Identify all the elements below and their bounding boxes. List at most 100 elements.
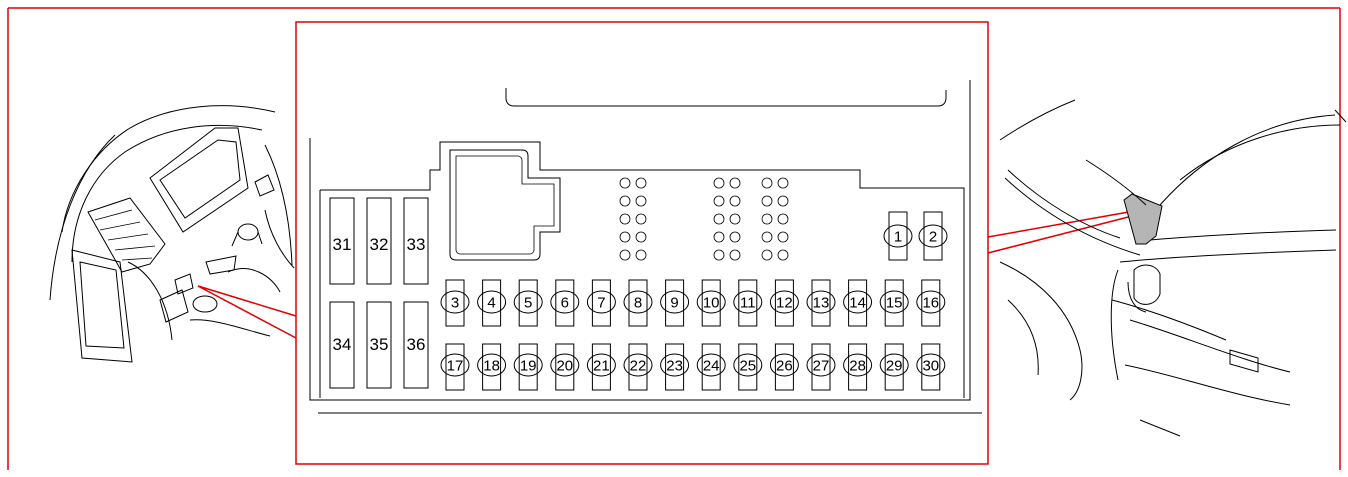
outer-callout-frame xyxy=(7,7,1341,470)
fuse-label-28: 28 xyxy=(849,358,866,375)
fuse-slot xyxy=(665,279,685,327)
fuse-box-inset-frame xyxy=(295,21,989,465)
large-fuses: 31 32 33 34 35 36 xyxy=(329,197,429,389)
large-fuse-slot xyxy=(329,301,355,389)
fuse-number-badge xyxy=(477,353,507,377)
fuse-label-30: 30 xyxy=(922,358,939,375)
fuse-slot xyxy=(774,279,794,327)
fuse-number-badge xyxy=(440,290,470,314)
fuse-number-badge xyxy=(660,353,690,377)
connector-pins-left xyxy=(619,177,647,261)
fuse-number-badge xyxy=(550,290,580,314)
fuse-label-25: 25 xyxy=(739,358,756,375)
fuse-number-badge xyxy=(550,353,580,377)
fuse-label-17: 17 xyxy=(447,358,464,375)
fuse-label-22: 22 xyxy=(630,358,647,375)
fuse-number-badge xyxy=(843,353,873,377)
fuse-number-badge xyxy=(806,353,836,377)
fuse-slot xyxy=(445,279,465,327)
fuse-number-badge xyxy=(733,290,763,314)
fuse-number-badge xyxy=(733,353,763,377)
large-fuse-slot xyxy=(366,301,392,389)
fuse-label-20: 20 xyxy=(556,358,573,375)
fuse-number-badge xyxy=(879,290,909,314)
right-door-illustration xyxy=(999,99,1347,437)
fuse-slot xyxy=(738,343,758,391)
top-right-fuses: 1 2 xyxy=(883,211,948,261)
fuse-number-badge xyxy=(916,353,946,377)
connector-pins-middle xyxy=(713,177,741,261)
fuse-label-1: 1 xyxy=(894,229,902,246)
fuse-label-4: 4 xyxy=(487,295,495,312)
fuse-number-badge xyxy=(843,290,873,314)
fuse-label-33: 33 xyxy=(407,235,426,254)
fuse-slot xyxy=(921,343,941,391)
fuse-slot xyxy=(518,279,538,327)
large-fuse-slot xyxy=(403,301,429,389)
fuse-box-housing xyxy=(309,80,982,414)
connector-pins-right xyxy=(761,177,789,261)
fuse-slot xyxy=(482,279,502,327)
fuse-box-location-highlight xyxy=(1123,193,1163,245)
left-callout-lines xyxy=(197,285,297,339)
left-dashboard-illustration xyxy=(49,105,295,363)
fuse-number-badge xyxy=(660,290,690,314)
fuse-label-10: 10 xyxy=(703,295,720,312)
fuse-number-badge xyxy=(696,290,726,314)
fuse-slot xyxy=(811,343,831,391)
fuse-slot xyxy=(701,343,721,391)
large-fuse-slot xyxy=(403,197,429,285)
fuse-label-31: 31 xyxy=(333,235,352,254)
fuse-number-badge xyxy=(696,353,726,377)
fuse-label-16: 16 xyxy=(922,295,939,312)
fuse-number-badge xyxy=(440,353,470,377)
fuse-number-badge xyxy=(769,290,799,314)
fuse-number-badge xyxy=(879,353,909,377)
fuse-slot xyxy=(811,279,831,327)
connector-pins xyxy=(619,177,789,261)
fuse-slot xyxy=(848,279,868,327)
fuse-number-badge xyxy=(586,353,616,377)
fuse-label-35: 35 xyxy=(370,335,389,354)
fuse-label-9: 9 xyxy=(670,295,678,312)
fuse-label-15: 15 xyxy=(886,295,903,312)
fuse-slot xyxy=(628,343,648,391)
fuse-label-32: 32 xyxy=(370,235,389,254)
right-callout-lines xyxy=(987,209,1141,254)
fuse-label-8: 8 xyxy=(634,295,642,312)
fuse-number-badge xyxy=(916,290,946,314)
fuse-slot xyxy=(628,279,648,327)
fuse-slot xyxy=(884,279,904,327)
fuse-slot xyxy=(701,279,721,327)
fuse-number-badge xyxy=(623,353,653,377)
fuse-label-27: 27 xyxy=(813,358,830,375)
fuse-label-24: 24 xyxy=(703,358,720,375)
fuse-slot xyxy=(921,279,941,327)
fuse-slot xyxy=(774,343,794,391)
fuse-label-14: 14 xyxy=(849,295,866,312)
fuse-number-badge xyxy=(477,290,507,314)
fuse-label-26: 26 xyxy=(776,358,793,375)
fuse-label-23: 23 xyxy=(666,358,683,375)
fuse-label-21: 21 xyxy=(593,358,610,375)
fuse-number-badge xyxy=(586,290,616,314)
fuse-label-11: 11 xyxy=(740,295,756,312)
fuse-label-19: 19 xyxy=(520,358,537,375)
fuse-slot xyxy=(738,279,758,327)
fuse-label-36: 36 xyxy=(407,335,426,354)
fuse-slot xyxy=(848,343,868,391)
fuse-number-badge xyxy=(513,353,543,377)
fuse-slot xyxy=(555,279,575,327)
fuse-label-12: 12 xyxy=(776,295,793,312)
fuse-label-13: 13 xyxy=(813,295,830,312)
large-fuse-slot xyxy=(366,197,392,285)
fuse-slot xyxy=(884,343,904,391)
large-fuse-slot xyxy=(329,197,355,285)
fuse-slot xyxy=(591,279,611,327)
fuse-label-3: 3 xyxy=(451,295,459,312)
fuse-label-29: 29 xyxy=(886,358,903,375)
fuse-number-badge xyxy=(623,290,653,314)
fuse-label-2: 2 xyxy=(929,229,937,246)
fuse-label-7: 7 xyxy=(597,295,605,312)
